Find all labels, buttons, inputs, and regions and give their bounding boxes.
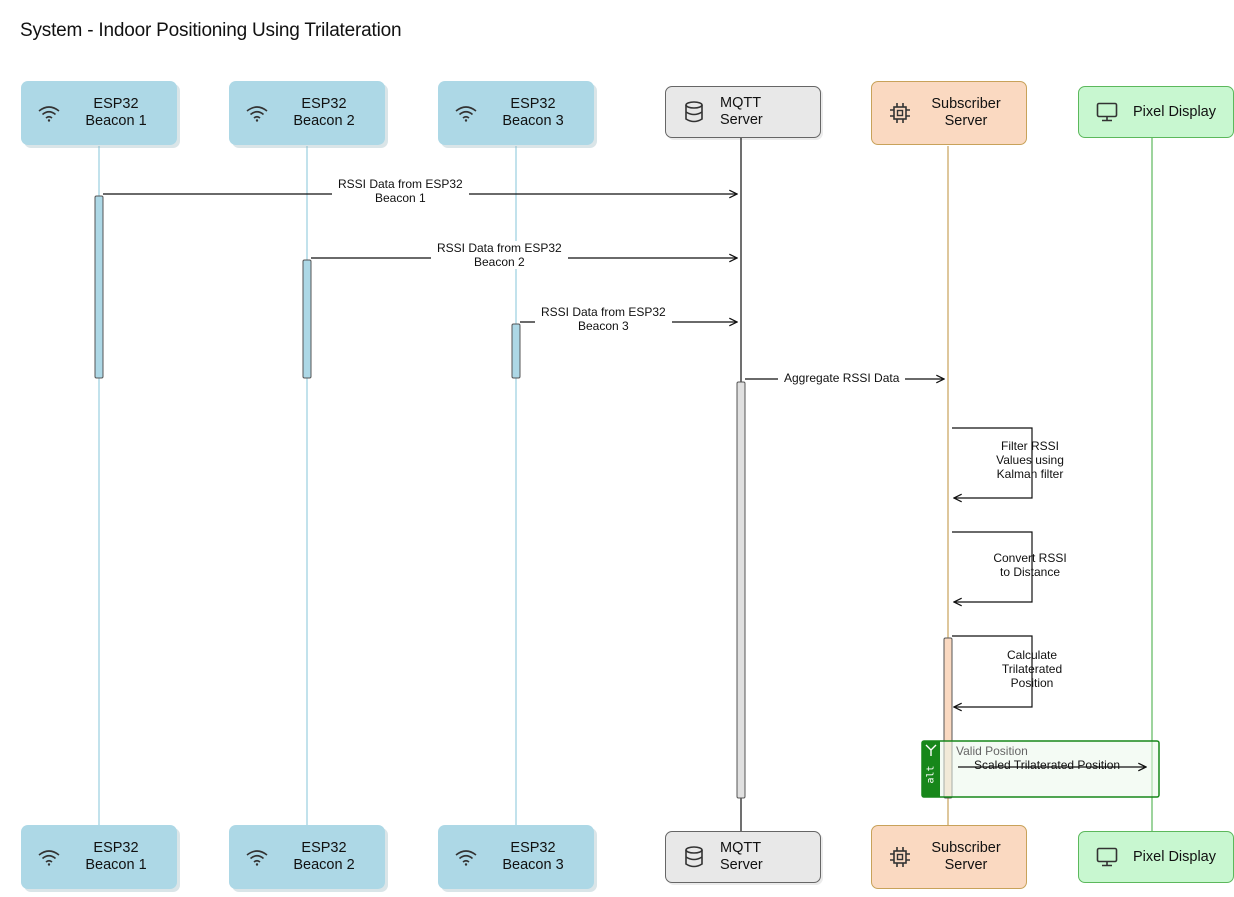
wifi-icon xyxy=(438,848,486,866)
diagram-title: System - Indoor Positioning Using Trilat… xyxy=(20,20,402,41)
database-icon xyxy=(666,101,714,123)
wifi-icon xyxy=(21,848,69,866)
participant-label: Pixel Display xyxy=(1133,103,1216,120)
activation-beacon-3 xyxy=(511,323,521,379)
activation-mqtt xyxy=(736,381,746,799)
monitor-icon xyxy=(1079,102,1127,122)
branch-icon xyxy=(925,744,937,756)
alt-tag: alt xyxy=(922,741,940,797)
participant-display-top: Pixel Display xyxy=(1078,86,1234,138)
alt-message-label: Scaled Trilaterated Position xyxy=(974,758,1121,772)
participant-mqtt-top: MQTT Server xyxy=(665,86,821,138)
participant-label: MQTT Server xyxy=(720,95,763,128)
monitor-icon xyxy=(1079,847,1127,867)
participant-label: Pixel Display xyxy=(1133,848,1216,865)
alt-tag-label: alt xyxy=(925,765,937,784)
wifi-icon xyxy=(229,104,277,122)
message-label-4: Aggregate RSSI Data xyxy=(778,371,906,385)
database-icon xyxy=(666,846,714,868)
wifi-icon xyxy=(21,104,69,122)
self-arrow-1 xyxy=(952,427,1033,498)
activation-beacon-2 xyxy=(302,259,312,379)
participant-label: MQTT Server xyxy=(720,840,763,873)
activation-beacon-1 xyxy=(94,195,104,379)
wifi-icon xyxy=(438,104,486,122)
self-arrow-2 xyxy=(952,531,1033,602)
chip-icon xyxy=(872,102,920,124)
alt-condition: Valid Position xyxy=(956,744,1028,758)
participant-display-bottom: Pixel Display xyxy=(1078,831,1234,883)
chip-icon xyxy=(872,846,920,868)
participant-mqtt-bottom: MQTT Server xyxy=(665,831,821,883)
self-arrow-3 xyxy=(952,635,1033,707)
wifi-icon xyxy=(229,848,277,866)
